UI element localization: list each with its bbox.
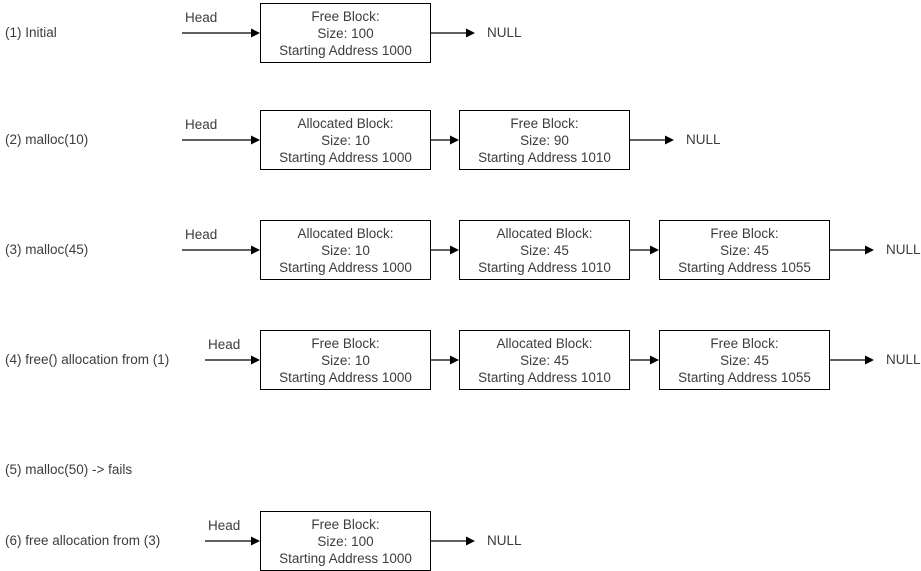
head-arrow [182, 244, 262, 256]
null-arrow [830, 354, 876, 366]
block-address-text: Starting Address 1010 [478, 259, 611, 275]
block-address-text: Starting Address 1000 [279, 42, 412, 58]
next-block-arrow [431, 354, 461, 366]
step-label: (1) Initial [5, 25, 57, 40]
block-kind-text: Free Block: [710, 335, 779, 351]
block-size-text: Size: 100 [317, 25, 374, 41]
block-kind-text: Free Block: [510, 115, 579, 131]
step-label: (4) free() allocation from (1) [5, 352, 170, 367]
null-arrow [630, 134, 676, 146]
null-arrow [431, 535, 477, 547]
block-kind-text: Free Block: [710, 225, 779, 241]
null-label: NULL [487, 533, 522, 548]
block-address-text: Starting Address 1010 [478, 149, 611, 165]
null-label: NULL [886, 352, 921, 367]
block-address-text: Starting Address 1000 [279, 550, 412, 566]
block-kind-text: Allocated Block: [496, 335, 593, 351]
block-size-text: Size: 45 [720, 352, 769, 368]
null-label: NULL [487, 25, 522, 40]
block-address-text: Starting Address 1000 [279, 259, 412, 275]
block-size-text: Size: 90 [520, 132, 569, 148]
diagram-row-5: (5) malloc(50) -> fails [0, 440, 921, 500]
next-block-arrow [431, 134, 461, 146]
head-arrow [182, 27, 262, 39]
block-address-text: Starting Address 1010 [478, 369, 611, 385]
block-size-text: Size: 10 [321, 132, 370, 148]
head-label: Head [185, 117, 218, 132]
step-label: (3) malloc(45) [5, 242, 89, 257]
block-size-text: Size: 100 [317, 533, 374, 549]
head-arrow [182, 134, 262, 146]
block-address-text: Starting Address 1055 [678, 369, 811, 385]
step-label: (5) malloc(50) -> fails [5, 462, 133, 477]
head-label: Head [208, 337, 241, 352]
null-label: NULL [886, 242, 921, 257]
block-kind-text: Allocated Block: [496, 225, 593, 241]
block-size-text: Size: 10 [321, 352, 370, 368]
diagram-row-6: (6) free allocation from (3) Head Free Blo… [0, 511, 921, 571]
block-size-text: Size: 45 [520, 242, 569, 258]
block-size-text: Size: 45 [720, 242, 769, 258]
block-size-text: Size: 45 [520, 352, 569, 368]
next-block-arrow [630, 244, 661, 256]
head-label: Head [208, 518, 241, 533]
block-kind-text: Free Block: [311, 516, 380, 532]
head-arrow [205, 354, 262, 366]
block-address-text: Starting Address 1000 [279, 149, 412, 165]
step-label: (6) free allocation from (3) [5, 533, 161, 548]
block-kind-text: Allocated Block: [297, 115, 394, 131]
null-arrow [830, 244, 876, 256]
block-kind-text: Free Block: [311, 335, 380, 351]
next-block-arrow [431, 244, 461, 256]
head-label: Head [185, 227, 218, 242]
block-size-text: Size: 10 [321, 242, 370, 258]
null-label: NULL [686, 132, 721, 147]
head-label: Head [185, 10, 218, 25]
diagram-row-4: (4) free() allocation from (1) Head Free B… [0, 330, 921, 390]
block-address-text: Starting Address 1055 [678, 259, 811, 275]
step-label: (2) malloc(10) [5, 132, 89, 147]
block-kind-text: Allocated Block: [297, 225, 394, 241]
null-arrow [431, 27, 477, 39]
block-address-text: Starting Address 1000 [279, 369, 412, 385]
next-block-arrow [630, 354, 661, 366]
block-kind-text: Free Block: [311, 8, 380, 24]
head-arrow [205, 535, 262, 547]
